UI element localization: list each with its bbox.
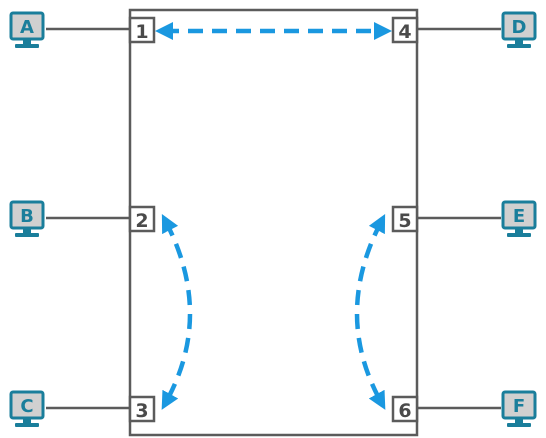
port-2-label: 2: [135, 210, 148, 232]
port-links: [155, 22, 392, 410]
port-1[interactable]: 1: [128, 16, 156, 44]
computer-icon: [9, 390, 45, 427]
pc-f[interactable]: F: [501, 390, 537, 427]
port-3[interactable]: 3: [128, 395, 156, 423]
port-4-box: [391, 16, 419, 44]
switch-device-box: [128, 8, 419, 437]
pc-c-label: C: [20, 396, 33, 417]
port-4-label: 4: [398, 21, 411, 43]
pc-a-label: A: [20, 17, 34, 38]
cables: [46, 27, 501, 410]
pc-c[interactable]: C: [9, 390, 45, 427]
port-2-box: [128, 205, 156, 233]
port-5-box: [391, 205, 419, 233]
pc-e-label: E: [513, 206, 525, 227]
link-2-3: [161, 214, 193, 410]
computer-icon: [9, 200, 45, 237]
computer-icon: [501, 11, 537, 48]
port-4[interactable]: 4: [391, 16, 419, 44]
port-1-label: 1: [135, 21, 148, 43]
port-2[interactable]: 2: [128, 205, 156, 233]
pc-f-label: F: [513, 396, 525, 417]
computer-icon: [501, 200, 537, 237]
pc-b-label: B: [20, 206, 34, 227]
link-5-6: [354, 214, 386, 410]
computer-icon: [501, 390, 537, 427]
pc-d[interactable]: D: [501, 11, 537, 48]
port-6[interactable]: 6: [391, 395, 419, 423]
pc-d-label: D: [512, 17, 527, 38]
port-5[interactable]: 5: [391, 205, 419, 233]
pc-e[interactable]: E: [501, 200, 537, 237]
port-3-label: 3: [135, 400, 148, 422]
port-6-label: 6: [398, 400, 411, 422]
port-5-label: 5: [398, 210, 411, 232]
pc-a[interactable]: A: [9, 11, 45, 48]
computer-icon: [9, 11, 45, 48]
port-3-box: [128, 395, 156, 423]
port-6-box: [391, 395, 419, 423]
port-1-box: [128, 16, 156, 44]
pc-b[interactable]: B: [9, 200, 45, 237]
